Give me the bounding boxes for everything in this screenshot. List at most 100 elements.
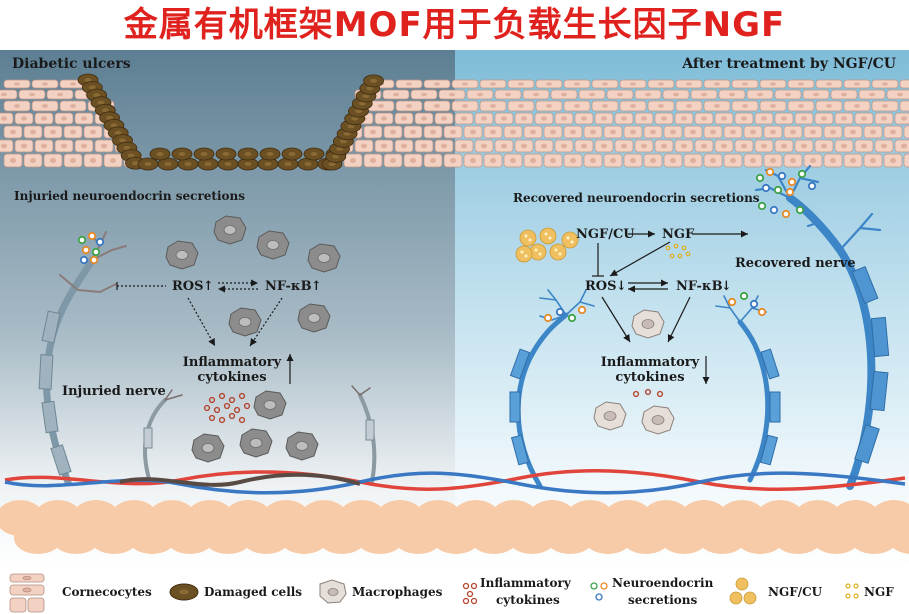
corneocyte-nucleus <box>533 92 539 97</box>
corneocyte-nucleus <box>378 104 384 108</box>
right-arrows <box>592 230 748 384</box>
corneocyte-nucleus <box>41 143 47 149</box>
corneocyte-nucleus <box>390 129 396 135</box>
corneocyte-nucleus <box>29 92 35 97</box>
ngf-dot <box>681 245 687 251</box>
corneocyte-nucleus <box>550 129 556 135</box>
ngf-cu-particle-dot <box>554 248 558 252</box>
corneocyte-nucleus <box>841 92 847 97</box>
corneocyte-nucleus <box>434 104 440 108</box>
corneocyte-nucleus <box>450 129 456 135</box>
right-nfkb-down: ↓ <box>721 279 732 294</box>
neuroendocrine-secretions <box>77 167 817 323</box>
cytokine-dot <box>203 404 211 412</box>
corneocyte-nucleus <box>810 129 816 135</box>
corneocyte-nucleus <box>670 129 676 135</box>
corneocyte-nucleus <box>630 82 636 86</box>
corneocyte-nucleus <box>61 143 67 149</box>
left-ros: ROS <box>172 279 204 294</box>
secretion-dot <box>781 209 791 219</box>
corneocyte <box>0 89 18 100</box>
corneocyte-nucleus <box>602 82 608 86</box>
macrophages <box>165 215 675 463</box>
corneocyte-nucleus <box>430 157 436 164</box>
corneocyte-nucleus <box>701 92 707 97</box>
ngf-cu-particles <box>515 227 579 263</box>
secretion-dot <box>755 173 765 183</box>
secretion-dot <box>79 255 89 265</box>
corneocyte-nucleus <box>861 116 867 121</box>
corneocyte-nucleus <box>561 116 567 121</box>
corneocyte-nucleus <box>401 116 407 121</box>
corneocyte-nucleus <box>781 143 787 149</box>
cytokine-dot <box>228 412 236 420</box>
corneocyte-nucleus <box>658 82 664 86</box>
corneocyte-nucleus <box>901 116 907 121</box>
corneocyte-nucleus <box>658 104 664 108</box>
corneocyte-nucleus <box>470 157 476 164</box>
corneocyte-nucleus <box>645 92 651 97</box>
corneocyte-nucleus <box>650 129 656 135</box>
secretion-dot <box>749 299 759 309</box>
damaged-cell-nucleus <box>184 162 192 166</box>
damaged-cell-nucleus <box>106 115 114 120</box>
corneocyte-nucleus <box>590 157 596 164</box>
corneocyte-nucleus <box>770 157 776 164</box>
right-ngf: NGF <box>662 227 695 242</box>
corneocyte-nucleus <box>546 104 552 108</box>
corneocyte-nucleus <box>421 92 427 97</box>
corneocyte-nucleus <box>821 116 827 121</box>
macrophage-nucleus <box>263 400 277 410</box>
corneocyte-nucleus <box>430 129 436 135</box>
corneocyte-nucleus <box>621 143 627 149</box>
right-cytokines-1: Inflammatory <box>601 355 700 370</box>
legend-neuro-label-2: secretions <box>628 593 697 607</box>
cytokine-dot <box>208 396 216 404</box>
corneocyte-nucleus <box>518 82 524 86</box>
corneocyte-nucleus <box>610 157 616 164</box>
secretion-dot <box>89 255 99 265</box>
corneocyte-nucleus <box>870 129 876 135</box>
macrophage <box>191 433 225 463</box>
secretion-dot <box>91 247 101 257</box>
left-ros-up: ↑ <box>203 279 214 294</box>
legend-ngf-icon <box>845 583 859 599</box>
damaged-cell-nucleus <box>204 162 212 166</box>
injured-nerve-small-sheaths <box>143 419 375 449</box>
corneocyte-nucleus <box>406 104 412 108</box>
secretion-dot <box>739 291 749 301</box>
corneocyte-nucleus <box>781 116 787 121</box>
damaged-cell-nucleus <box>84 78 92 82</box>
corneocyte-nucleus <box>510 157 516 164</box>
damaged-cell-nucleus <box>343 131 351 136</box>
corneocyte-nucleus <box>870 157 876 164</box>
damaged-cell-nucleus <box>222 152 230 156</box>
secretion-dot <box>757 307 767 317</box>
corneocyte <box>903 153 909 168</box>
corneocyte-nucleus <box>521 143 527 149</box>
macrophage <box>228 307 262 337</box>
cytokine-dot <box>223 402 231 410</box>
corneocyte-nucleus <box>714 82 720 86</box>
corneocyte-nucleus <box>505 92 511 97</box>
legend-ngfcu-label: NGF/CU <box>768 585 823 599</box>
corneocyte-nucleus <box>673 92 679 97</box>
left-nerve-label: Injuried nerve <box>62 384 166 399</box>
legend-ngfcu-icon <box>729 577 757 605</box>
ngf-cu-particle-dot <box>524 254 528 258</box>
corneocyte-nucleus <box>381 143 387 149</box>
cytokine-dot <box>213 406 221 414</box>
corneocyte-nucleus <box>686 82 692 86</box>
corneocyte-nucleus <box>501 143 507 149</box>
corneocyte-nucleus <box>490 129 496 135</box>
ulcer-damaged-cells <box>77 73 384 171</box>
damaged-cell-nucleus <box>328 162 336 166</box>
ngf-dots <box>665 243 691 259</box>
damaged-cell-nucleus <box>200 152 208 156</box>
corneocyte-nucleus <box>750 157 756 164</box>
damaged-cell-nucleus <box>97 100 105 105</box>
corneocyte-nucleus <box>770 82 776 86</box>
ngf-dot <box>669 253 675 259</box>
corneocyte-nucleus <box>581 116 587 121</box>
corneocyte-nucleus <box>741 116 747 121</box>
